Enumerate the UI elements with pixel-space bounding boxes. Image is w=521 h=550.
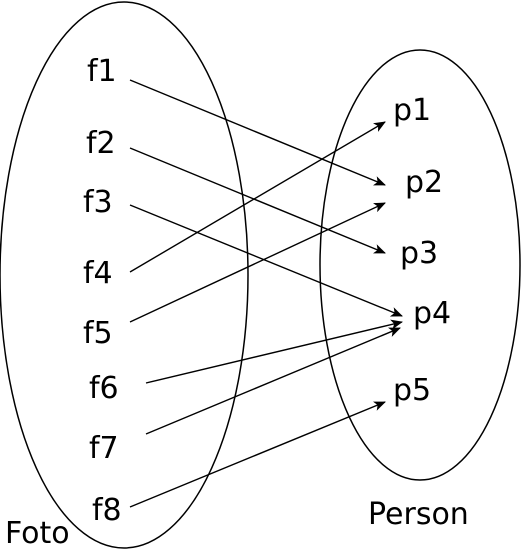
arrow-f5-to-p2 bbox=[129, 202, 386, 323]
arrow-f6-to-p4 bbox=[145, 319, 403, 384]
element-f2: f2 bbox=[86, 126, 116, 161]
element-f6: f6 bbox=[89, 371, 119, 406]
element-f4: f4 bbox=[83, 256, 113, 291]
element-p2: p2 bbox=[405, 165, 443, 200]
element-f8: f8 bbox=[92, 493, 122, 528]
arrow-f4-to-p1 bbox=[129, 121, 386, 273]
element-f1: f1 bbox=[87, 54, 117, 89]
element-p3: p3 bbox=[400, 236, 438, 271]
element-p5: p5 bbox=[393, 373, 431, 408]
foto-set-label: Foto bbox=[5, 516, 70, 550]
element-f5: f5 bbox=[83, 316, 113, 351]
element-f7: f7 bbox=[89, 431, 119, 466]
arrow-f2-to-p3 bbox=[129, 147, 386, 254]
person-set-ellipse bbox=[319, 49, 521, 481]
arrow-f8-to-p5 bbox=[129, 401, 386, 508]
element-p4: p4 bbox=[413, 296, 451, 331]
arrow-f7-to-p4 bbox=[145, 327, 401, 435]
foto-set-ellipse bbox=[0, 1, 249, 549]
arrow-f3-to-p4 bbox=[129, 204, 403, 317]
mapping-arrows bbox=[129, 79, 403, 508]
person-set-label: Person bbox=[368, 497, 469, 532]
arrow-f1-to-p2 bbox=[129, 79, 386, 186]
element-f3: f3 bbox=[83, 185, 113, 220]
foto-elements: f1 f2 f3 f4 f5 f6 f7 f8 bbox=[83, 54, 122, 528]
person-elements: p1 p2 p3 p4 p5 bbox=[393, 93, 451, 408]
element-p1: p1 bbox=[393, 93, 431, 128]
